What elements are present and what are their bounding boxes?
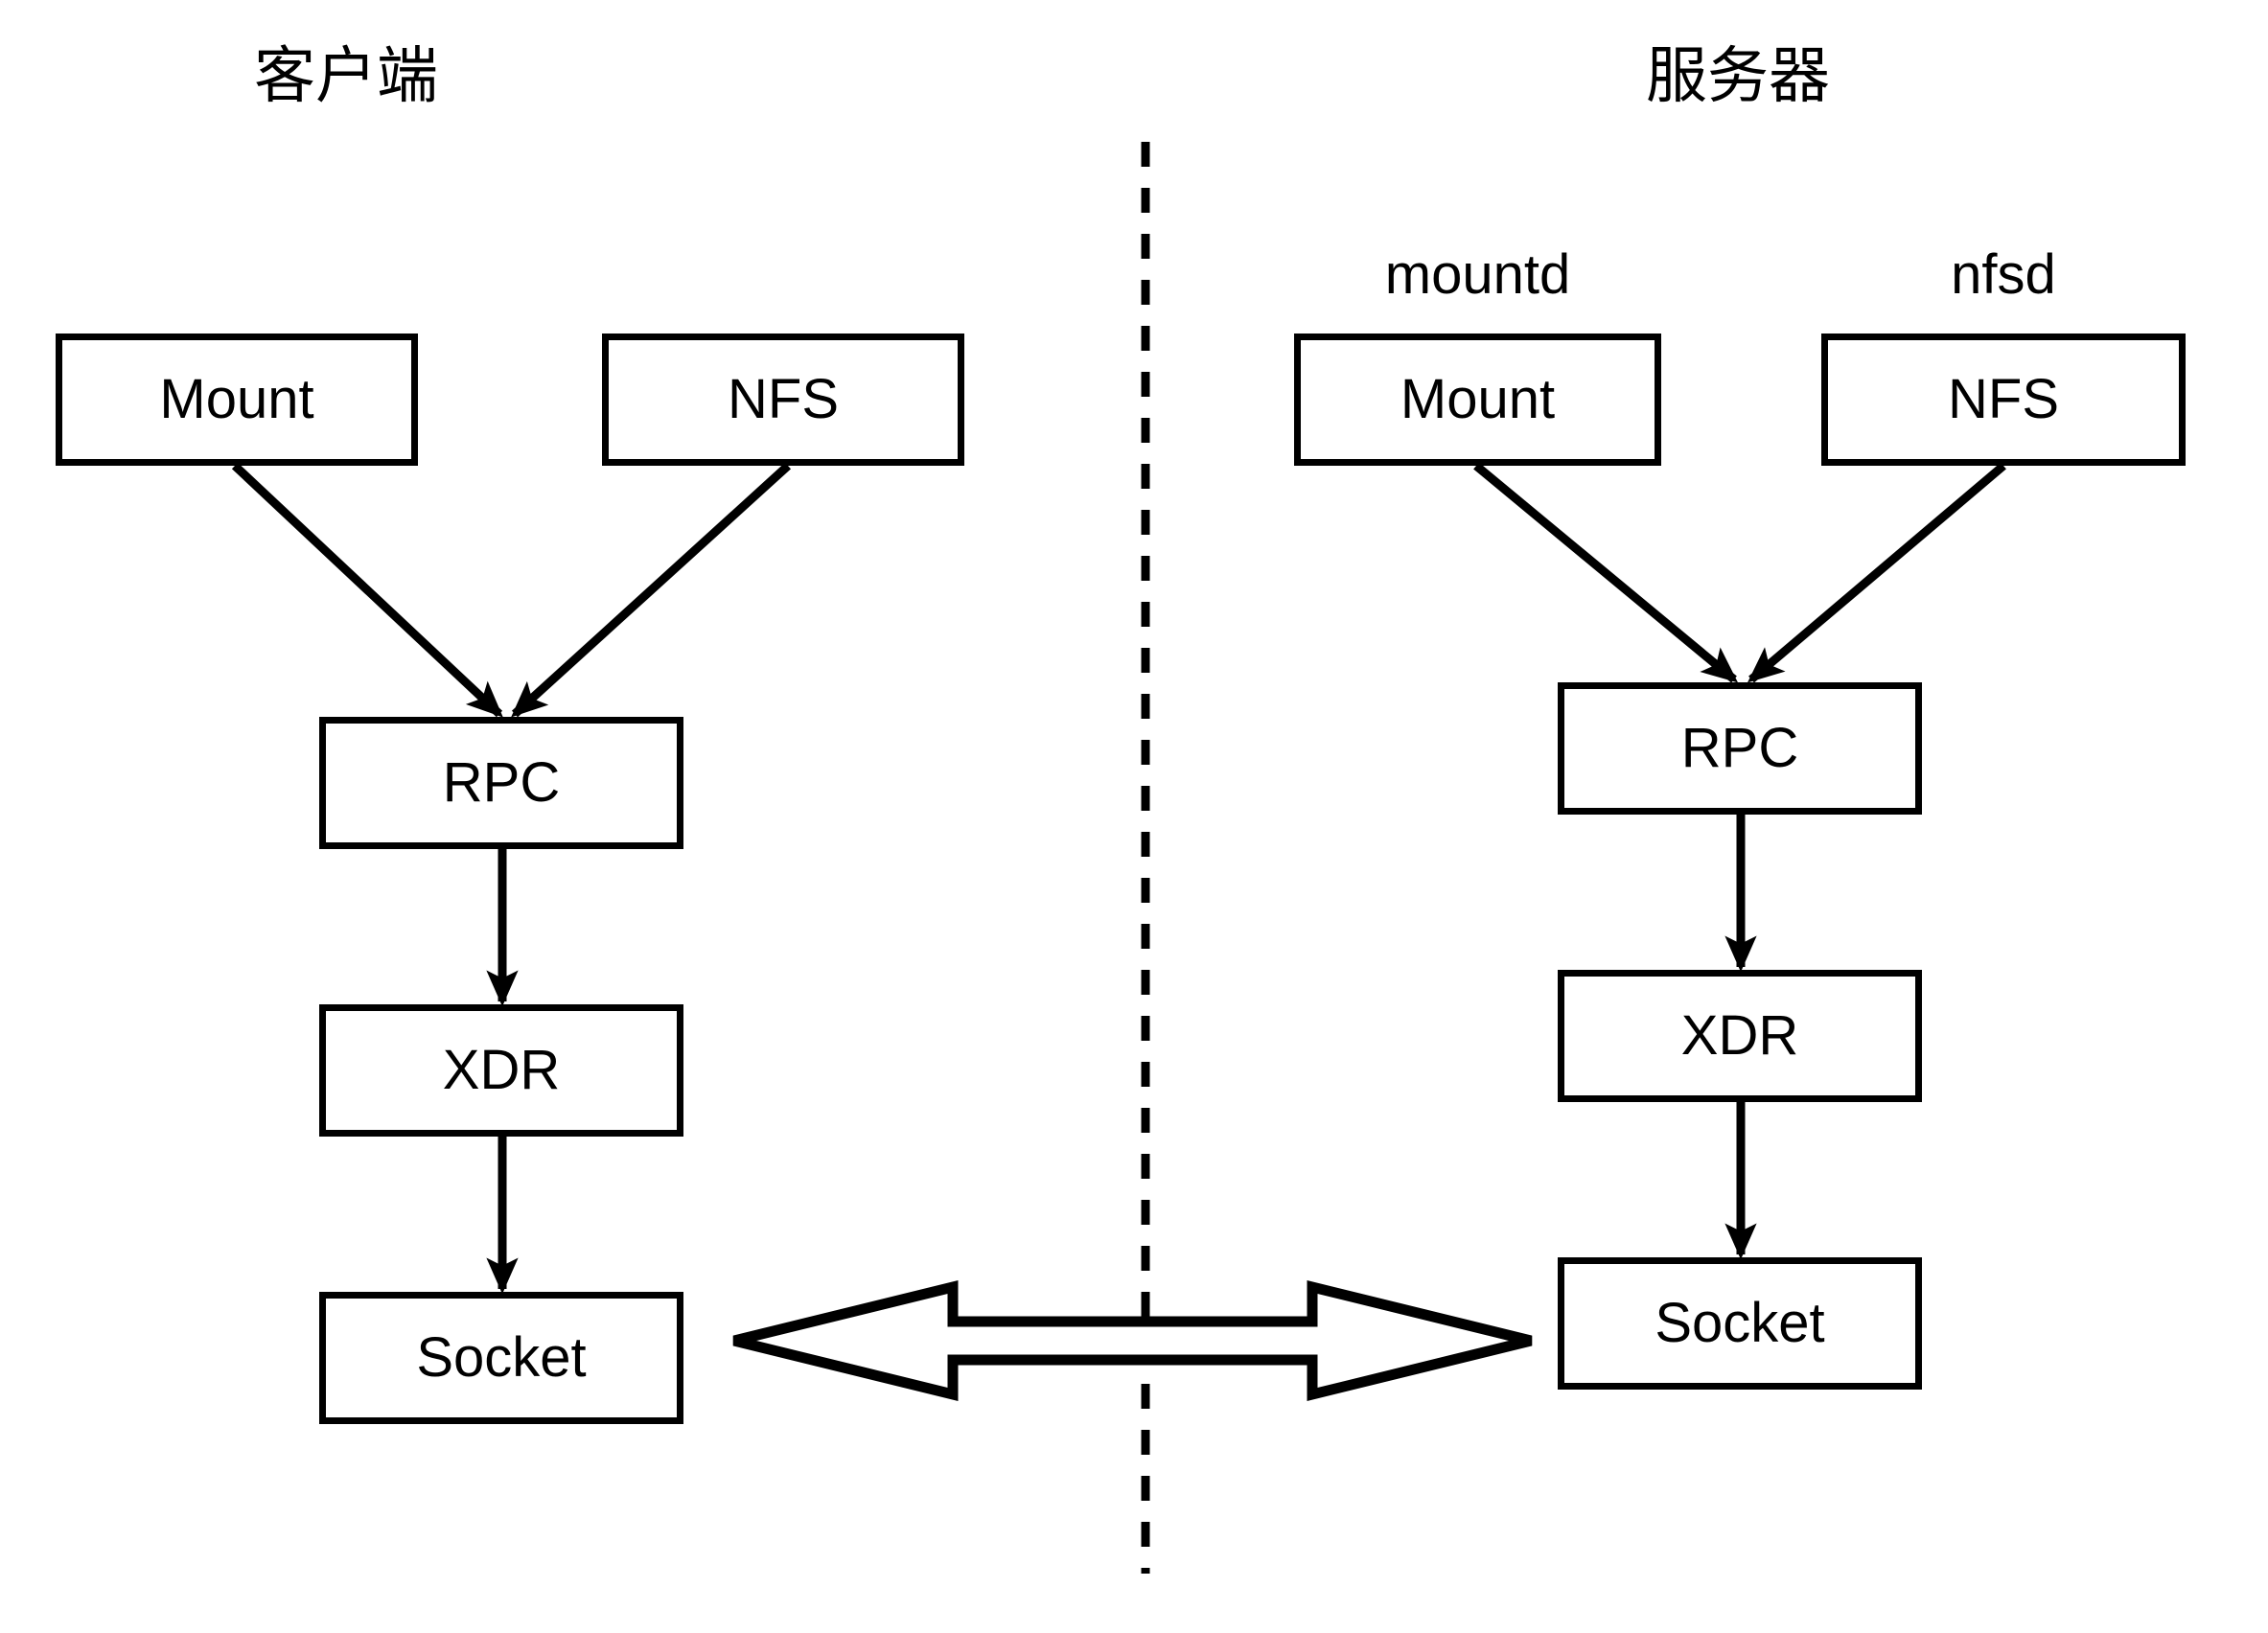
server-nfs-box[interactable]: NFS bbox=[1821, 334, 2186, 466]
server-mountd-label: mountd bbox=[1384, 243, 1571, 306]
server-socket-box[interactable]: Socket bbox=[1558, 1257, 1922, 1390]
server-nfsd-label: nfsd bbox=[1951, 243, 2056, 306]
client-socket-label: Socket bbox=[416, 1326, 587, 1389]
client-rpc-box[interactable]: RPC bbox=[319, 717, 683, 849]
arrow-server-mount-to-rpc bbox=[1473, 462, 1739, 683]
arrow-server-nfs-to-rpc bbox=[1747, 462, 2006, 683]
client-mount-box[interactable]: Mount bbox=[56, 334, 418, 466]
client-section-title: 客户端 bbox=[254, 41, 438, 112]
client-socket-box[interactable]: Socket bbox=[319, 1292, 683, 1424]
arrow-client-nfs-to-rpc bbox=[511, 462, 792, 718]
client-rpc-label: RPC bbox=[442, 751, 561, 814]
server-xdr-label: XDR bbox=[1680, 1004, 1799, 1067]
server-section-title: 服务器 bbox=[1646, 41, 1830, 112]
server-xdr-box[interactable]: XDR bbox=[1558, 970, 1922, 1102]
server-socket-label: Socket bbox=[1655, 1292, 1825, 1354]
socket-to-socket-block-arrow bbox=[732, 1279, 1533, 1402]
server-mount-label: Mount bbox=[1400, 368, 1556, 430]
server-mount-box[interactable]: Mount bbox=[1294, 334, 1661, 466]
client-xdr-box[interactable]: XDR bbox=[319, 1004, 683, 1137]
arrow-client-mount-to-rpc bbox=[231, 462, 503, 718]
client-nfs-label: NFS bbox=[728, 368, 839, 430]
server-nfs-label: NFS bbox=[1948, 368, 2059, 430]
server-rpc-box[interactable]: RPC bbox=[1558, 682, 1922, 815]
client-nfs-box[interactable]: NFS bbox=[602, 334, 964, 466]
server-rpc-label: RPC bbox=[1680, 717, 1799, 779]
client-xdr-label: XDR bbox=[442, 1039, 561, 1101]
client-mount-label: Mount bbox=[159, 368, 314, 430]
